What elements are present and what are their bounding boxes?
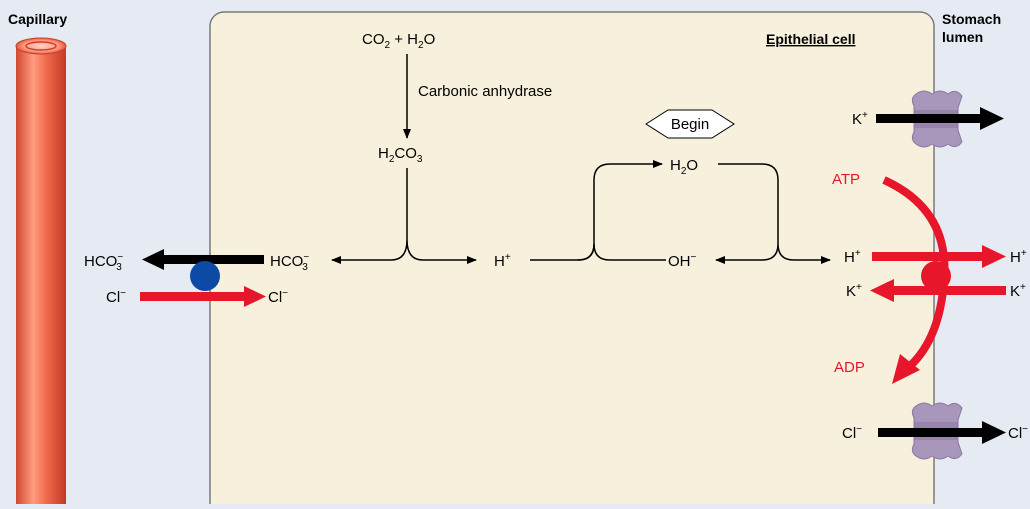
bicarbonate-chloride-exchanger	[190, 261, 220, 291]
capillary-label: Capillary	[8, 11, 67, 27]
carbonic-acid-formula: H2CO3	[378, 145, 423, 165]
proton-lumen-label: H+	[1010, 248, 1027, 266]
proton-pump-label: H+	[844, 248, 861, 266]
hydroxide-label: OH−	[668, 252, 697, 270]
chloride-influx-arrow	[140, 286, 266, 307]
chloride-channel-cell-label: Cl−	[842, 424, 862, 442]
chloride-cell-label: Cl−	[268, 288, 288, 306]
potassium-influx-arrow	[870, 279, 1006, 302]
bicarbonate-efflux-arrow	[142, 249, 264, 270]
chloride-efflux-arrow	[878, 421, 1006, 444]
potassium-lumen-pump-label: K+	[1010, 282, 1026, 300]
bicarbonate-cell-label: HCO−3	[270, 252, 309, 273]
begin-marker: Begin	[645, 109, 735, 139]
chloride-lumen-label: Cl−	[1008, 424, 1028, 442]
water-loop-fork-left	[577, 243, 666, 261]
potassium-efflux-arrow	[876, 107, 1004, 130]
proton-efflux-arrow	[872, 245, 1006, 268]
epithelial-cell-label: Epithelial cell	[766, 31, 855, 47]
carbonic-anhydrase-label: Carbonic anhydrase	[418, 83, 552, 100]
dissociation-fork	[390, 239, 424, 261]
potassium-cell-pump-label: K+	[846, 282, 862, 300]
potassium-channel-label: K+	[852, 110, 868, 128]
water-dissociation-fork	[761, 243, 795, 261]
bicarbonate-blood-label: HCO−3	[84, 252, 123, 273]
adp-arrowhead	[892, 354, 920, 384]
atp-label: ATP	[832, 171, 860, 188]
proton-cell-label: H+	[494, 252, 511, 270]
adp-label: ADP	[834, 359, 865, 376]
begin-label: Begin	[671, 116, 709, 133]
co2-water-formula: CO2 + H2O	[362, 31, 435, 51]
epithelial-cell-body	[209, 11, 935, 509]
water-loop-right	[718, 163, 779, 244]
chloride-blood-label: Cl−	[106, 288, 126, 306]
water-label: H2O	[670, 157, 698, 177]
proton-potassium-atpase	[921, 261, 951, 291]
stomach-lumen-label-line1: Stomach	[942, 11, 1001, 27]
stomach-lumen-label-line2: lumen	[942, 29, 983, 45]
capillary-vessel	[15, 37, 67, 506]
